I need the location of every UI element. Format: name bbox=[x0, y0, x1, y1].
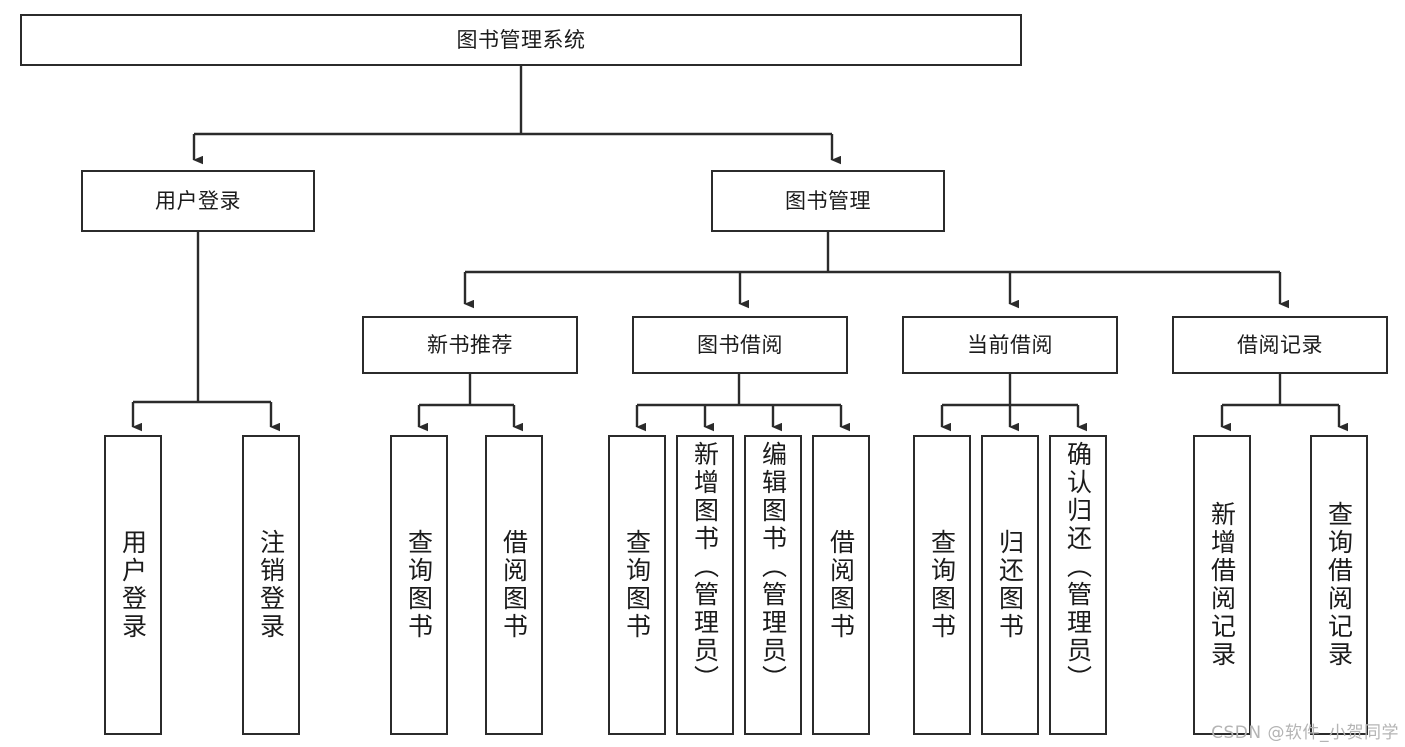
node-label: 图书借阅 bbox=[697, 332, 783, 357]
node-label: 查询图书 bbox=[404, 529, 434, 641]
node-label: 用户登录 bbox=[118, 529, 148, 641]
node-label: 编辑图书（管理员） bbox=[758, 441, 788, 693]
node-user-login[interactable]: 用户登录 bbox=[81, 170, 315, 232]
leaf-query-book-borrow[interactable]: 查询图书 bbox=[608, 435, 666, 735]
leaf-query-book-recommend[interactable]: 查询图书 bbox=[390, 435, 448, 735]
leaf-query-book-current[interactable]: 查询图书 bbox=[913, 435, 971, 735]
node-label: 当前借阅 bbox=[967, 332, 1053, 357]
node-label: 新书推荐 bbox=[427, 332, 513, 357]
node-label: 新增图书（管理员） bbox=[690, 441, 720, 693]
node-label: 用户登录 bbox=[155, 188, 241, 213]
leaf-user-login[interactable]: 用户登录 bbox=[104, 435, 162, 735]
node-new-book-recommend[interactable]: 新书推荐 bbox=[362, 316, 578, 374]
leaf-confirm-return[interactable]: 确认归还（管理员） bbox=[1049, 435, 1107, 735]
node-label: 注销登录 bbox=[256, 529, 286, 641]
leaf-borrow-book[interactable]: 借阅图书 bbox=[812, 435, 870, 735]
node-label: 借阅图书 bbox=[826, 529, 856, 641]
node-label: 查询借阅记录 bbox=[1324, 501, 1354, 669]
node-label: 新增借阅记录 bbox=[1207, 501, 1237, 669]
node-label: 图书管理系统 bbox=[456, 27, 586, 52]
leaf-borrow-book-recommend[interactable]: 借阅图书 bbox=[485, 435, 543, 735]
leaf-add-borrow-record[interactable]: 新增借阅记录 bbox=[1193, 435, 1251, 735]
node-root-system[interactable]: 图书管理系统 bbox=[20, 14, 1022, 66]
node-label: 查询图书 bbox=[927, 529, 957, 641]
leaf-logout-login[interactable]: 注销登录 bbox=[242, 435, 300, 735]
node-label: 图书管理 bbox=[785, 188, 871, 213]
watermark-text: CSDN @软件_小贺同学 bbox=[1211, 723, 1399, 743]
leaf-return-book[interactable]: 归还图书 bbox=[981, 435, 1039, 735]
node-label: 借阅图书 bbox=[499, 529, 529, 641]
leaf-query-borrow-record[interactable]: 查询借阅记录 bbox=[1310, 435, 1368, 735]
node-borrow-record[interactable]: 借阅记录 bbox=[1172, 316, 1388, 374]
node-book-borrow[interactable]: 图书借阅 bbox=[632, 316, 848, 374]
node-label: 查询图书 bbox=[622, 529, 652, 641]
node-label: 借阅记录 bbox=[1237, 332, 1323, 357]
leaf-edit-book[interactable]: 编辑图书（管理员） bbox=[744, 435, 802, 735]
node-current-borrow[interactable]: 当前借阅 bbox=[902, 316, 1118, 374]
node-label: 确认归还（管理员） bbox=[1063, 441, 1093, 693]
leaf-add-book[interactable]: 新增图书（管理员） bbox=[676, 435, 734, 735]
node-book-management[interactable]: 图书管理 bbox=[711, 170, 945, 232]
node-label: 归还图书 bbox=[995, 529, 1025, 641]
